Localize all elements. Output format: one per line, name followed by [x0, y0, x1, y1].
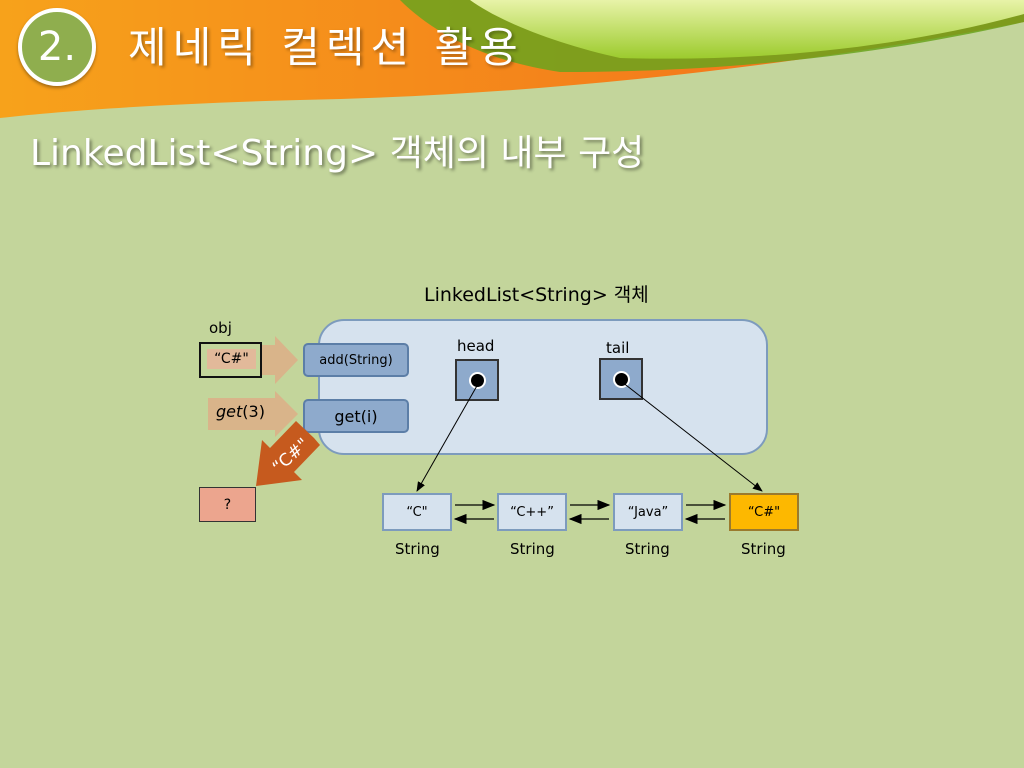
get-call-label: get(3) [216, 402, 265, 421]
tail-link-arrow [621, 381, 763, 492]
linkedlist-object-title: LinkedList<String> 객체 [424, 284, 649, 306]
node-type-label: String [510, 540, 555, 558]
obj-label: obj [209, 319, 232, 337]
node-3: “Java” [613, 493, 683, 531]
node-4: “C#" [729, 493, 799, 531]
node-type-label: String [741, 540, 786, 558]
head-pointer-dot [470, 373, 484, 387]
node-value: “C" [406, 504, 428, 520]
node-type-label: String [625, 540, 670, 558]
get-method-label: get(i) [334, 406, 378, 426]
node-1: “C" [382, 493, 452, 531]
tail-pointer-dot [614, 372, 628, 386]
get-call-arg: (3) [242, 402, 265, 421]
head-label: head [457, 337, 495, 355]
obj-input-value: “C#" [207, 349, 256, 369]
node-value: “C#" [747, 504, 781, 520]
add-call-arrow [262, 336, 298, 384]
section-number-badge: 2. [18, 8, 96, 86]
head-link-arrow [416, 383, 479, 492]
node-type-label: String [395, 540, 440, 558]
node-value: “Java” [627, 504, 669, 520]
return-arrow [256, 421, 320, 486]
node-value: “C++” [510, 504, 554, 520]
result-value: ? [223, 496, 232, 513]
obj-input-box [199, 342, 262, 378]
section-title: 제네릭 컬렉션 활용 [128, 23, 524, 72]
section-number: 2. [37, 24, 77, 70]
get-call-name: get [216, 402, 243, 421]
get-call-arrow [208, 391, 298, 437]
result-box: ? [199, 487, 256, 522]
node-2: “C++” [497, 493, 567, 531]
slide-subtitle: LinkedList<String> 객체의 내부 구성 [30, 133, 645, 174]
add-method-label: add(String) [319, 352, 393, 368]
add-method-box: add(String) [303, 343, 409, 377]
header-banner [0, 0, 1024, 118]
get-method-box: get(i) [303, 399, 409, 433]
tail-label: tail [606, 339, 630, 357]
head-pointer-box [455, 359, 499, 401]
